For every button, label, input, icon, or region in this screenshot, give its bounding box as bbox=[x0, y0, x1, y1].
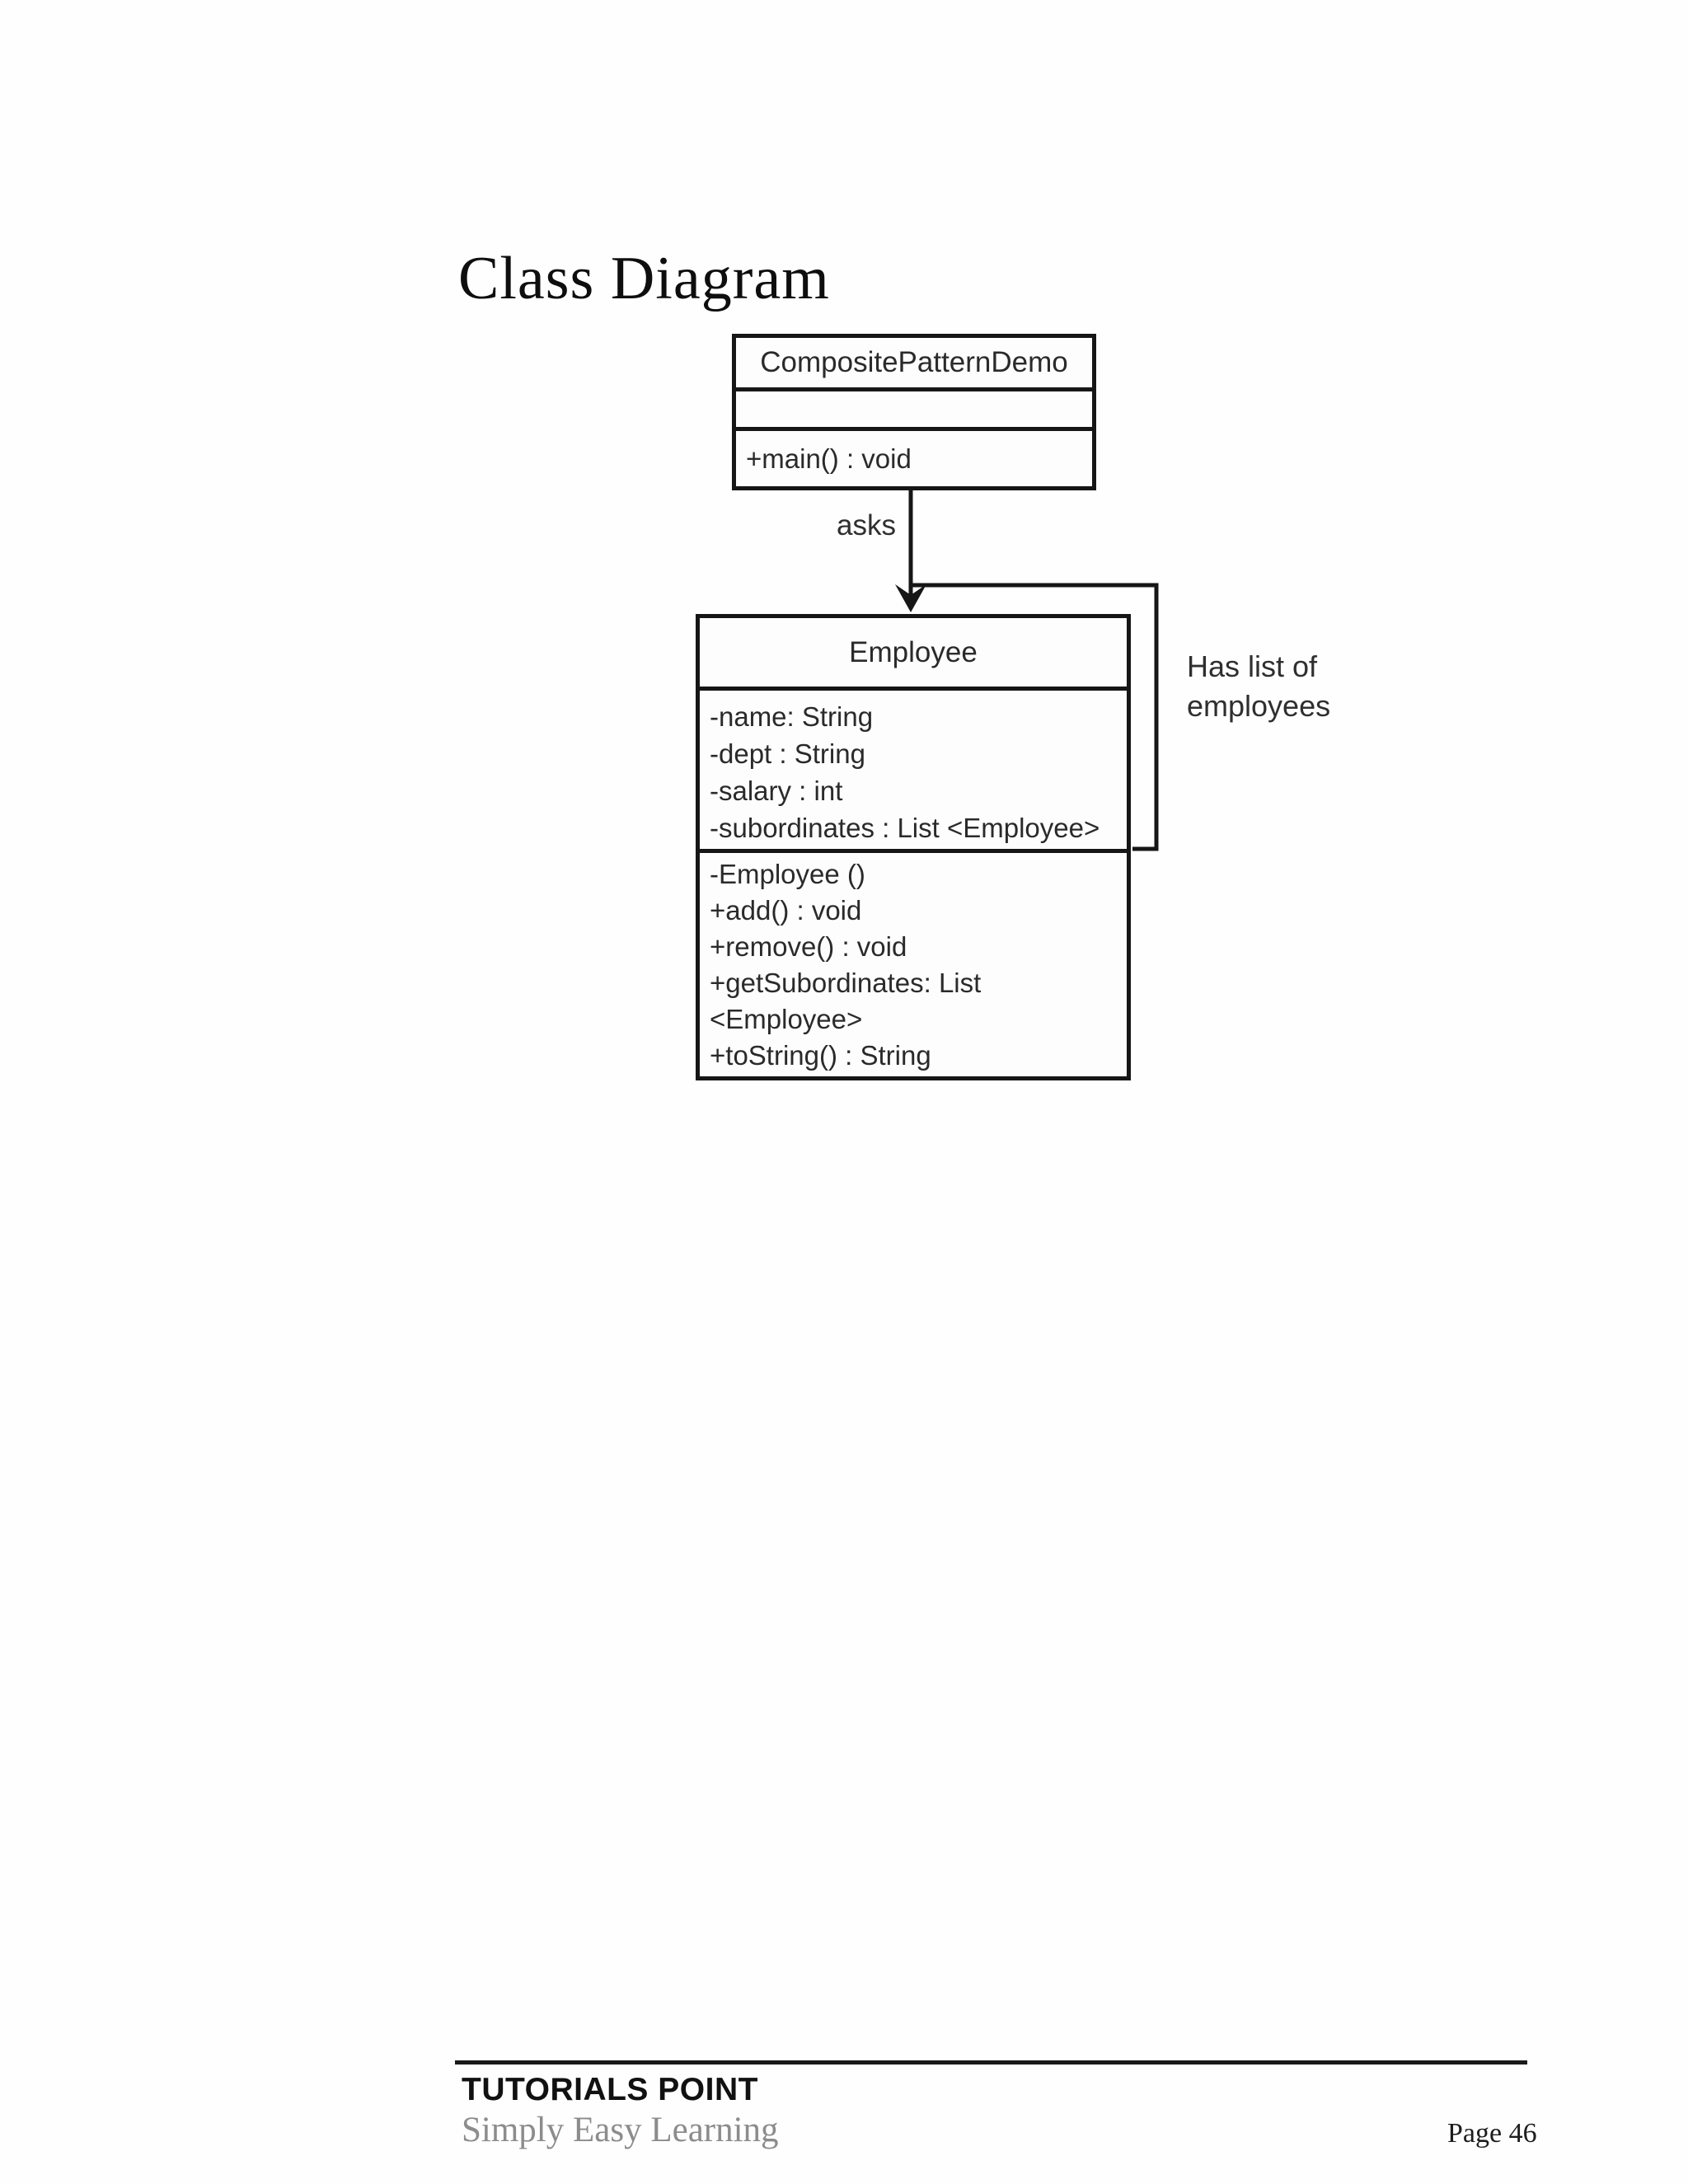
note-line-2: employees bbox=[1187, 689, 1331, 723]
attribute-row: -salary : int bbox=[710, 776, 843, 806]
method-row: +remove() : void bbox=[710, 931, 907, 962]
class-attributes: -name: String -dept : String -salary : i… bbox=[700, 691, 1127, 853]
class-box-composite-pattern-demo: CompositePatternDemo +main() : void bbox=[732, 334, 1096, 490]
method-row: <Employee> bbox=[710, 1004, 863, 1034]
asks-edge-label: asks bbox=[837, 509, 896, 541]
method-row: +getSubordinates: List bbox=[710, 968, 982, 998]
self-association-note: Has list of employees bbox=[1187, 647, 1330, 726]
footer-divider bbox=[455, 2060, 1527, 2064]
class-methods: -Employee () +add() : void +remove() : v… bbox=[700, 853, 1127, 1076]
method-row: +add() : void bbox=[710, 895, 862, 926]
note-line-1: Has list of bbox=[1187, 649, 1318, 683]
method-row: +main() : void bbox=[746, 443, 912, 474]
class-name: CompositePatternDemo bbox=[736, 338, 1092, 391]
footer-tagline: Simply Easy Learning bbox=[462, 2111, 779, 2149]
footer-brand: TUTORIALS POINT bbox=[462, 2072, 758, 2107]
attribute-row: -subordinates : List <Employee> bbox=[710, 813, 1100, 843]
class-name: Employee bbox=[700, 618, 1127, 691]
arrowhead-icon bbox=[895, 584, 926, 612]
attribute-row: -dept : String bbox=[710, 738, 865, 769]
footer-page-number: Page 46 bbox=[1447, 2118, 1537, 2149]
method-row: +toString() : String bbox=[710, 1040, 931, 1071]
page-title: Class Diagram bbox=[458, 245, 830, 312]
attribute-row: -name: String bbox=[710, 701, 874, 732]
class-box-employee: Employee -name: String -dept : String -s… bbox=[696, 614, 1131, 1080]
class-attributes-empty bbox=[736, 391, 1092, 431]
method-row: -Employee () bbox=[710, 859, 865, 889]
